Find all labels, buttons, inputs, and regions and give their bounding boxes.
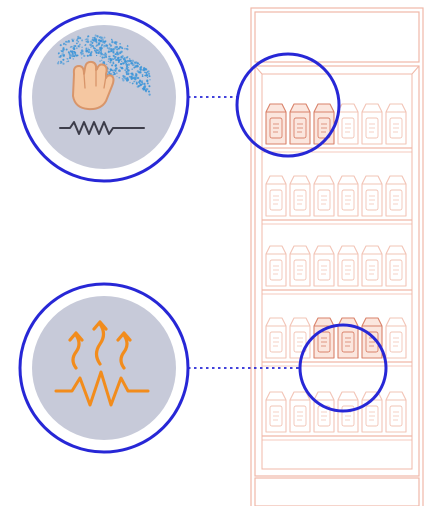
product-pack bbox=[337, 175, 359, 217]
lower-shelf-magnifier bbox=[298, 323, 388, 413]
product-pack bbox=[337, 103, 359, 145]
product-pack bbox=[289, 175, 311, 217]
heat-callout bbox=[18, 282, 190, 454]
door-corner-line bbox=[254, 65, 263, 75]
fridge-body bbox=[250, 7, 424, 506]
product-pack bbox=[313, 175, 335, 217]
door-corner-line bbox=[411, 65, 420, 75]
product-pack bbox=[361, 103, 383, 145]
top-shelf-magnifier bbox=[235, 52, 341, 158]
product-pack bbox=[289, 245, 311, 287]
product-pack bbox=[265, 391, 287, 433]
display-fridge bbox=[250, 7, 424, 506]
product-pack bbox=[337, 245, 359, 287]
fridge-door bbox=[254, 65, 420, 477]
product-pack bbox=[289, 103, 311, 145]
product-pack bbox=[265, 175, 287, 217]
product-pack bbox=[265, 103, 287, 145]
product-pack bbox=[361, 175, 383, 217]
fridge-header-panel bbox=[254, 11, 420, 63]
zigzag-line-icon bbox=[59, 121, 145, 135]
product-pack bbox=[337, 391, 359, 433]
fridge-base bbox=[254, 477, 420, 506]
heat-arrows-icon bbox=[68, 320, 132, 370]
condensation-callout bbox=[18, 11, 190, 183]
fridge-inner-frame bbox=[261, 73, 413, 470]
product-pack bbox=[385, 317, 407, 359]
product-pack bbox=[385, 103, 407, 145]
product-pack bbox=[361, 245, 383, 287]
product-pack bbox=[313, 317, 335, 359]
product-pack bbox=[313, 245, 335, 287]
product-pack bbox=[289, 391, 311, 433]
product-pack bbox=[265, 317, 287, 359]
product-pack bbox=[385, 245, 407, 287]
hand-icon bbox=[72, 60, 115, 111]
product-pack bbox=[313, 103, 335, 145]
zigzag-line-icon bbox=[54, 370, 150, 407]
product-pack bbox=[289, 317, 311, 359]
product-pack bbox=[265, 245, 287, 287]
product-pack bbox=[385, 391, 407, 433]
callout-fill bbox=[32, 296, 176, 440]
product-pack bbox=[385, 175, 407, 217]
product-pack bbox=[313, 391, 335, 433]
